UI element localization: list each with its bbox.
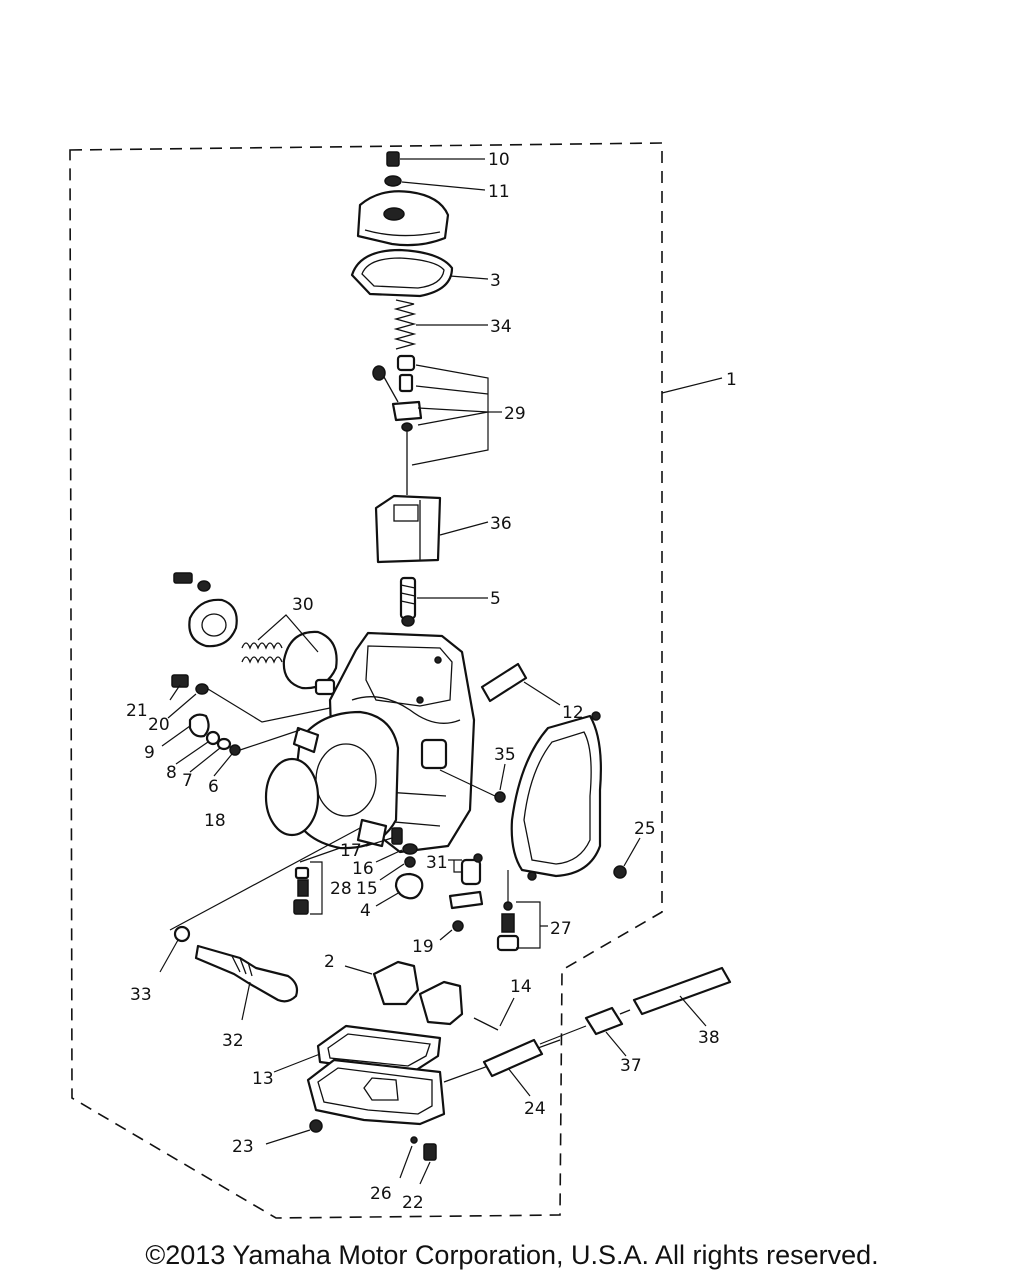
carburetor-exploded-diagram: 1 10 11 3 34 29 36 5 30 12 21 20 9 8 7 6… [69, 142, 737, 1219]
main-jet-parts [365, 827, 424, 907]
callout-31: 31 [426, 853, 448, 873]
float-pin [473, 997, 515, 1031]
cover-screw [439, 763, 506, 803]
starter-jet-group [496, 870, 548, 952]
copyright-notice: ©2013 Yamaha Motor Corporation, U.S.A. A… [145, 1240, 879, 1270]
callout-27: 27 [550, 919, 572, 939]
callout-22: 22 [402, 1193, 424, 1213]
spring [393, 299, 488, 350]
callout-34: 34 [490, 317, 512, 337]
callout-5: 5 [490, 589, 501, 609]
diaphragm-spring [241, 642, 283, 664]
diaphragm-cover [173, 572, 238, 648]
side-cover [510, 711, 602, 881]
assembly-boundary [69, 142, 663, 1219]
float-valve [439, 853, 484, 941]
cap-screw [386, 151, 485, 167]
gasket [350, 248, 489, 298]
callout-12: 12 [562, 703, 584, 723]
callout-30: 30 [292, 595, 314, 615]
callout-7: 7 [182, 771, 193, 791]
intake-flange [290, 710, 400, 850]
pilot-jet-group [293, 847, 341, 915]
drain-plug [399, 1136, 437, 1185]
cap-washer [384, 175, 486, 191]
callout-25: 25 [634, 819, 656, 839]
needle-assembly [372, 354, 502, 495]
callout-37: 37 [620, 1056, 642, 1076]
callout-29: 29 [504, 404, 526, 424]
side-screw [613, 837, 641, 879]
bowl-screw [265, 1119, 323, 1145]
float [344, 960, 464, 1026]
callout-23: 23 [232, 1137, 254, 1157]
callout-10: 10 [488, 150, 510, 170]
needle-holder [399, 576, 488, 627]
callout-16: 16 [352, 859, 374, 879]
overflow-hose [632, 966, 732, 1027]
callout-32: 32 [222, 1031, 244, 1051]
callout-17: 17 [340, 841, 362, 861]
callout-9: 9 [144, 743, 155, 763]
callout-4: 4 [360, 901, 371, 921]
callout-19: 19 [412, 937, 434, 957]
callout-6: 6 [208, 777, 219, 797]
top-cover [356, 190, 450, 247]
callout-28: 28 [330, 879, 352, 899]
diaphragm [257, 614, 338, 696]
callout-14: 14 [510, 977, 532, 997]
callout-13: 13 [252, 1069, 274, 1089]
callout-15: 15 [356, 879, 378, 899]
callout-8: 8 [166, 763, 177, 783]
washer [159, 925, 191, 973]
callout-1: 1 [726, 370, 737, 390]
starter-plunger [194, 944, 299, 1021]
callout-21: 21 [126, 701, 148, 721]
o-ring [264, 757, 320, 837]
pilot-screw-kit [161, 674, 331, 777]
callout-18: 18 [204, 811, 226, 831]
throttle-valve [374, 494, 489, 564]
float-chamber [306, 1039, 561, 1126]
vent-hose [480, 662, 561, 706]
callout-2: 2 [324, 952, 335, 972]
callout-20: 20 [148, 715, 170, 735]
callout-33: 33 [130, 985, 152, 1005]
callout-24: 24 [524, 1099, 546, 1119]
callout-3: 3 [490, 271, 501, 291]
drain-hose [482, 1038, 544, 1097]
callout-26: 26 [370, 1184, 392, 1204]
callout-35: 35 [494, 745, 516, 765]
callout-11: 11 [488, 182, 510, 202]
hose-joint [539, 1006, 631, 1057]
callout-38: 38 [698, 1028, 720, 1048]
callout-36: 36 [490, 514, 512, 534]
